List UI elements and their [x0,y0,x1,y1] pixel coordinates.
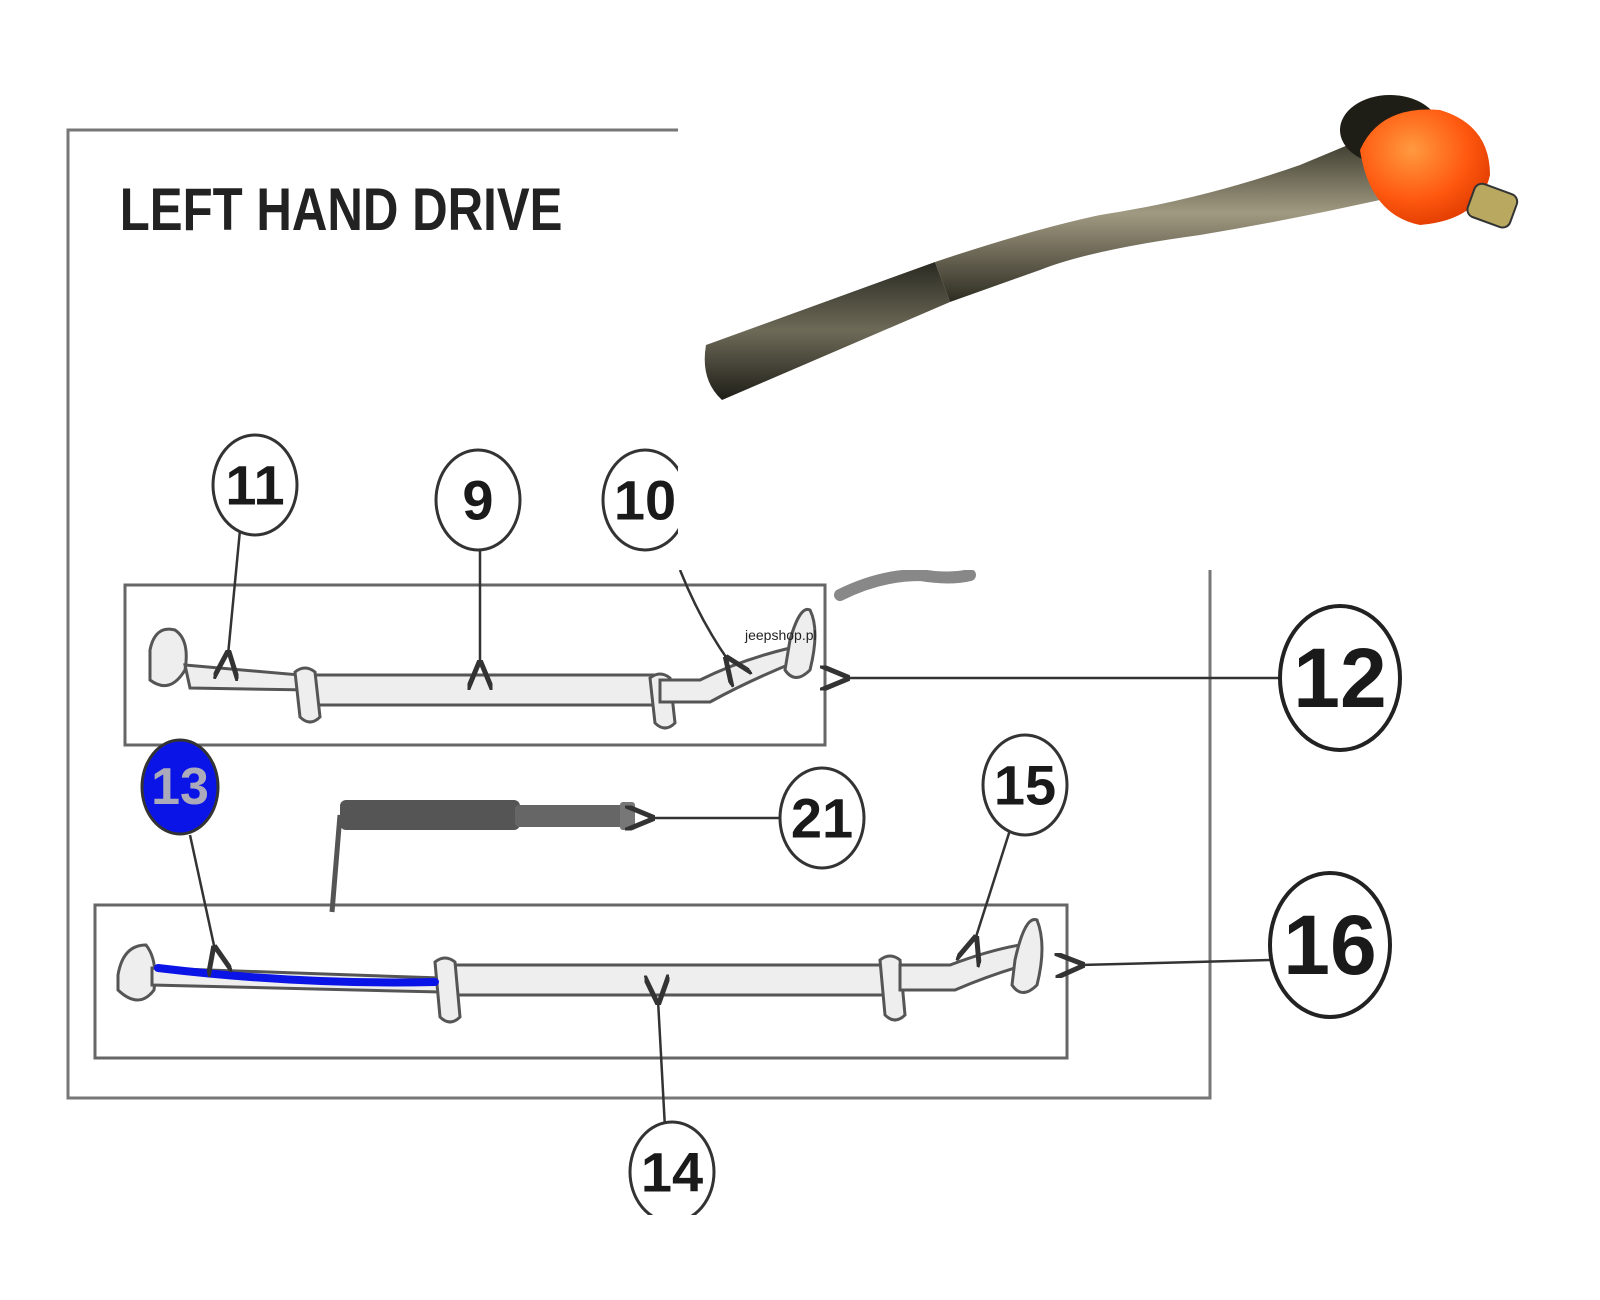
svg-text:15: 15 [994,754,1056,817]
svg-text:14: 14 [641,1141,703,1204]
assembly-box-16 [93,903,1069,1060]
callout-14: 14 [600,1120,750,1255]
castle-nut [1466,182,1519,229]
tie-rod-end-photo [678,0,1600,570]
svg-text:21: 21 [791,787,853,850]
tie-rod-body [935,140,1380,302]
assembly-box-12 [123,583,827,747]
svg-text:10: 10 [614,469,676,532]
callout-16: 16 [1268,871,1392,1019]
svg-text:12: 12 [1293,631,1386,725]
callout-12: 12 [1278,604,1402,752]
tie-rod-lower [116,918,1044,1024]
outer-frame [66,128,1212,1100]
svg-text:13: 13 [151,758,209,816]
watermark: jeepshop.pl [744,627,817,643]
callout-21: 21 [778,766,866,870]
callout-9: 9 [434,448,522,552]
callout-10: 10 [601,448,689,552]
svg-text:11: 11 [225,454,284,517]
partial-part-drawing [834,568,976,601]
threaded-shaft [704,262,950,400]
dust-boot [1360,109,1490,225]
svg-text:9: 9 [462,469,493,532]
tie-rod-upper [148,607,817,730]
diagram-title: LEFT HAND DRIVE [120,175,563,243]
leader-lines [188,529,1280,1129]
callout-13-highlighted: 13 [140,738,220,836]
callout-11: 11 [211,433,299,537]
steering-damper [329,800,635,913]
svg-text:16: 16 [1283,898,1376,992]
highlighted-tie-rod-end-13 [154,964,439,987]
callout-15: 15 [981,733,1069,837]
